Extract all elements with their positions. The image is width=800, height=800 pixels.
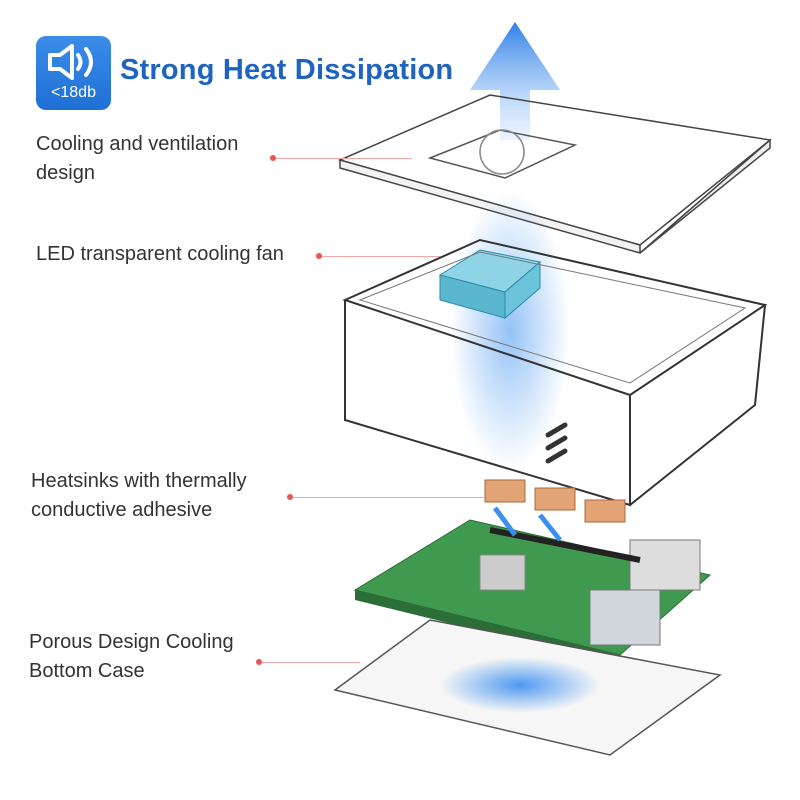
speaker-icon bbox=[48, 44, 93, 80]
cooling-fan bbox=[438, 249, 542, 320]
callout-led-fan: LED transparent cooling fan bbox=[36, 240, 284, 269]
bottom-case bbox=[333, 619, 722, 756]
leader-line bbox=[272, 158, 412, 159]
callout-bottom-case: Porous Design Cooling Bottom Case bbox=[29, 628, 234, 686]
leader-line bbox=[290, 497, 485, 498]
leader-line bbox=[320, 256, 440, 257]
leader-dot bbox=[256, 659, 262, 665]
vent-slots bbox=[545, 422, 568, 464]
callout-text: Bottom Case bbox=[29, 660, 145, 682]
callout-heatsinks: Heatsinks with thermally conductive adhe… bbox=[31, 467, 247, 525]
case-body bbox=[342, 238, 768, 507]
callout-text: Porous Design Cooling bbox=[29, 631, 234, 653]
leader-dot bbox=[270, 155, 276, 161]
airflow-arrow-icon bbox=[470, 22, 560, 140]
heatsinks bbox=[484, 479, 626, 523]
noise-level-badge: <18db bbox=[36, 36, 111, 110]
callout-text: LED transparent cooling fan bbox=[36, 243, 284, 265]
callout-text: Cooling and ventilation bbox=[36, 133, 239, 155]
callout-text: Heatsinks with thermally bbox=[31, 470, 247, 492]
noise-level-text: <18db bbox=[51, 84, 96, 101]
leader-dot bbox=[316, 253, 322, 259]
page-title: Strong Heat Dissipation bbox=[120, 54, 454, 86]
callout-cooling-ventilation: Cooling and ventilation design bbox=[36, 130, 238, 188]
callout-text: conductive adhesive bbox=[31, 499, 213, 521]
leader-line bbox=[260, 662, 360, 663]
airflow-glow bbox=[450, 190, 570, 470]
callout-text: design bbox=[36, 162, 95, 184]
leader-dot bbox=[287, 494, 293, 500]
top-lid bbox=[337, 94, 772, 254]
